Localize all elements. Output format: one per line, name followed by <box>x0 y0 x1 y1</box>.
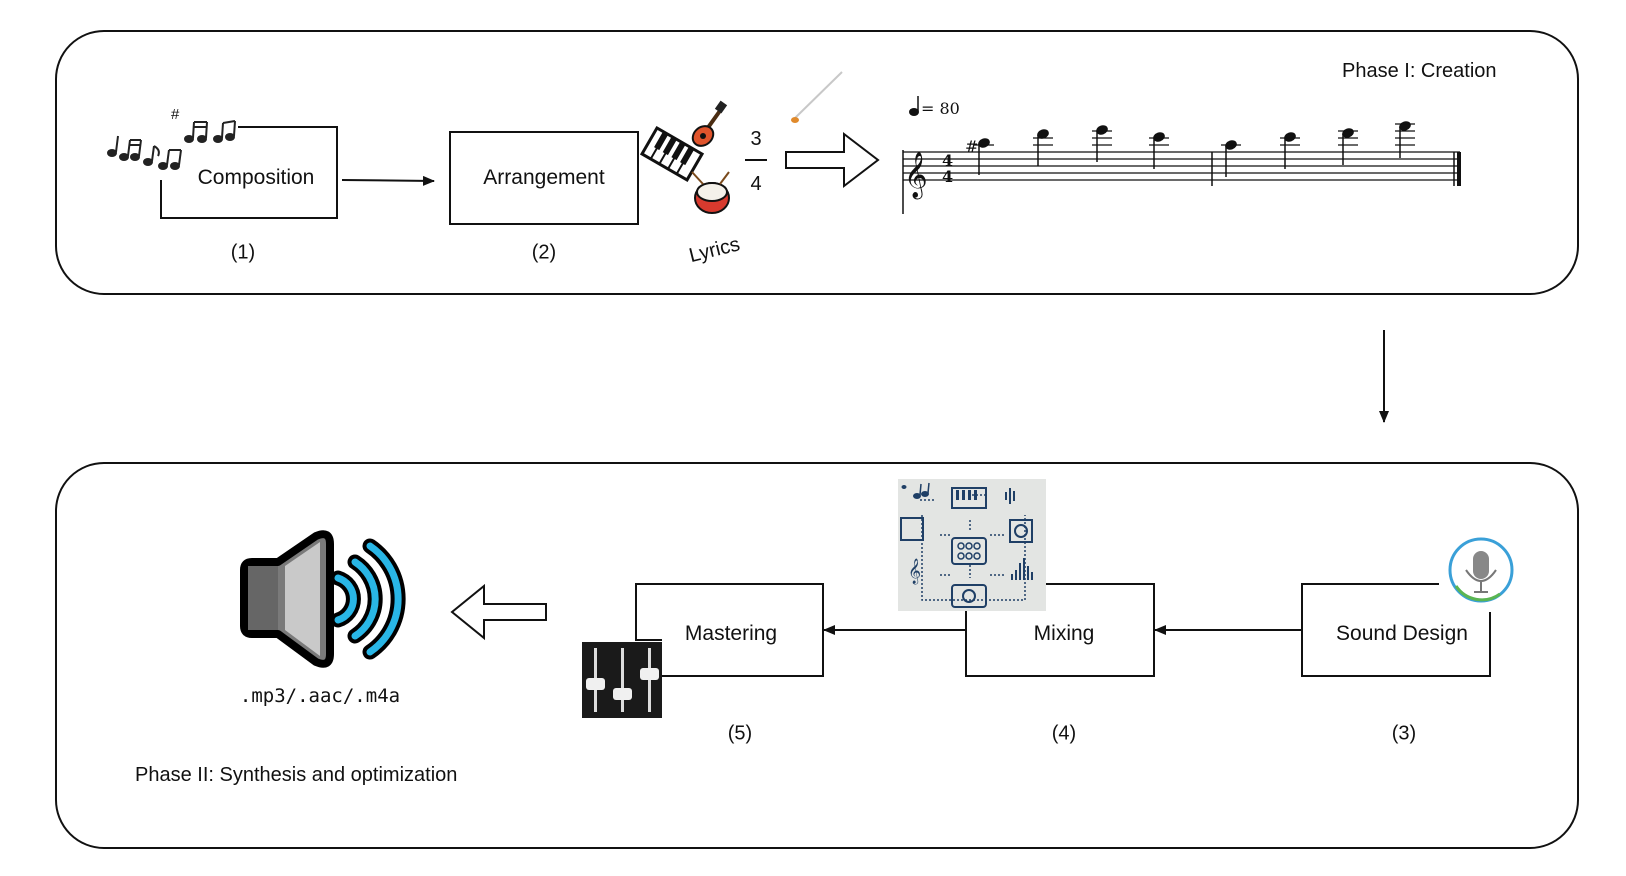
microphone-icon <box>1448 537 1514 603</box>
score-sharp: # <box>965 137 978 156</box>
treble-clef: 𝄞 <box>904 152 928 200</box>
tempo-text: = 80 <box>921 99 960 118</box>
score-note <box>1096 125 1108 135</box>
mastering-label: Mastering <box>684 622 778 645</box>
speaker-icon <box>240 530 406 668</box>
hollow-arrow-to-score <box>785 131 880 189</box>
arrangement-label: Arrangement <box>483 166 605 189</box>
time-signature-top: 3 <box>750 128 761 150</box>
score-note <box>1284 132 1296 142</box>
sound-design-box <box>1301 583 1491 677</box>
composition-number: (1) <box>230 241 256 264</box>
arrow-composition-to-arrangement <box>341 175 435 186</box>
mixing-number: (4) <box>1051 722 1077 745</box>
mixing-diagram-icon: 𝄞 <box>898 479 1046 611</box>
composition-box <box>160 126 338 219</box>
arrangement-box <box>449 131 639 225</box>
guitar-icon <box>691 100 728 147</box>
sound-design-label: Sound Design <box>1336 622 1468 645</box>
time-signature-bottom: 4 <box>750 173 761 195</box>
svg-text:𝄞: 𝄞 <box>908 558 921 584</box>
phase1-container <box>55 30 1579 295</box>
lyrics-label: Lyrics <box>687 233 742 267</box>
piano-icon <box>639 125 705 183</box>
music-score: 𝄞 4 4 = 80 # <box>902 96 1461 214</box>
mastering-box <box>635 583 824 677</box>
sound-design-number: (3) <box>1391 722 1417 745</box>
score-note <box>1037 129 1049 139</box>
phase2-title: Phase II: Synthesis and optimization <box>135 764 458 786</box>
hollow-arrow-to-output <box>450 583 547 641</box>
score-note <box>1153 132 1165 142</box>
composition-sharp: # <box>171 106 180 123</box>
drum-icon <box>691 171 730 214</box>
composition-label: Composition <box>197 166 315 189</box>
phase1-title: Phase I: Creation <box>1342 60 1497 82</box>
phase2-container <box>55 462 1579 849</box>
mastering-number: (5) <box>727 722 753 745</box>
output-formats: .mp3/.aac/.m4a <box>239 685 401 707</box>
music-notes-icon <box>107 120 236 170</box>
fader-icon <box>582 642 662 718</box>
arrangement-number: (2) <box>531 241 557 264</box>
baton-icon <box>791 71 843 123</box>
mixing-label: Mixing <box>1033 622 1095 645</box>
score-time-top: 4 <box>942 151 953 170</box>
score-time-bottom: 4 <box>942 167 953 186</box>
